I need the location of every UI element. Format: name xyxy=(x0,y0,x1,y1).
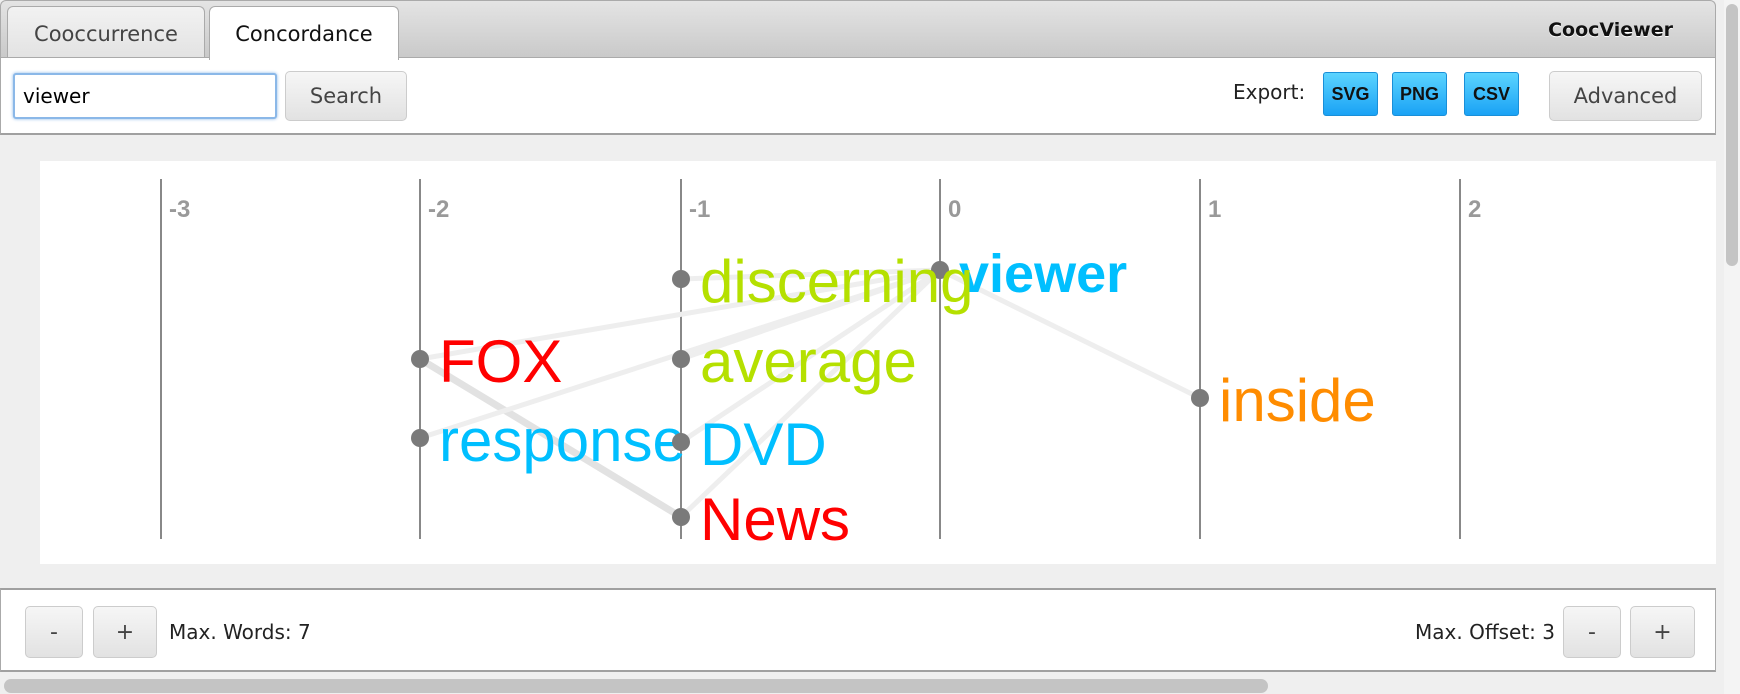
cooccurrence-link xyxy=(680,267,941,282)
max-offset-label: Max. Offset: 3 xyxy=(1415,620,1555,644)
word-label: response xyxy=(439,407,686,474)
vertical-scrollbar[interactable] xyxy=(1726,4,1738,266)
tab-concordance[interactable]: Concordance xyxy=(209,6,399,60)
word-label: FOX xyxy=(439,328,562,395)
export-svg-button[interactable]: SVG xyxy=(1323,72,1378,116)
cooccurrence-link xyxy=(679,268,942,519)
word-node xyxy=(672,433,690,451)
word-label: average xyxy=(700,328,917,395)
offset-tick-label: -2 xyxy=(428,196,449,223)
word-label: News xyxy=(700,486,850,553)
word-label: discerning xyxy=(700,248,974,315)
word-node xyxy=(672,350,690,368)
search-button[interactable]: Search xyxy=(285,71,407,121)
word-node xyxy=(1191,389,1209,407)
cooccurrence-link xyxy=(679,267,942,445)
horizontal-scrollbar[interactable] xyxy=(4,679,1268,693)
tab-bar: Cooccurrence Concordance CoocViewer xyxy=(0,0,1716,60)
word-label: viewer xyxy=(959,244,1127,304)
cooccurrence-link xyxy=(938,267,1202,401)
offset-tick-label: 1 xyxy=(1208,196,1221,223)
word-node xyxy=(672,270,690,288)
offset-tick-label: -1 xyxy=(689,196,710,223)
export-label: Export: xyxy=(1233,80,1306,104)
advanced-button[interactable]: Advanced xyxy=(1549,71,1702,121)
decrease-offset-button[interactable]: - xyxy=(1563,606,1621,658)
word-node xyxy=(411,429,429,447)
word-label: inside xyxy=(1219,367,1376,434)
decrease-words-button[interactable]: - xyxy=(25,606,83,658)
search-input[interactable] xyxy=(13,73,277,119)
offset-tick-label: 0 xyxy=(948,196,961,223)
word-label: DVD xyxy=(700,411,827,478)
export-png-button[interactable]: PNG xyxy=(1392,72,1447,116)
cooccurrence-link xyxy=(418,356,683,520)
cooccurrence-link xyxy=(680,267,941,362)
increase-offset-button[interactable]: + xyxy=(1630,606,1695,658)
app-title: CoocViewer xyxy=(1548,19,1673,41)
increase-words-button[interactable]: + xyxy=(93,606,157,658)
export-csv-button[interactable]: CSV xyxy=(1464,72,1519,116)
max-words-label: Max. Words: 7 xyxy=(169,620,311,644)
word-node xyxy=(931,261,949,279)
tab-cooccurrence[interactable]: Cooccurrence xyxy=(7,6,205,60)
word-node xyxy=(672,508,690,526)
offset-tick-label: -3 xyxy=(169,196,190,223)
word-node xyxy=(411,350,429,368)
footer-controls: - + Max. Words: 7 Max. Offset: 3 - + xyxy=(0,588,1716,672)
offset-tick-label: 2 xyxy=(1468,196,1481,223)
cooccurrence-link xyxy=(419,267,941,362)
toolbar: Search Export: SVG PNG CSV Advanced xyxy=(0,57,1716,135)
